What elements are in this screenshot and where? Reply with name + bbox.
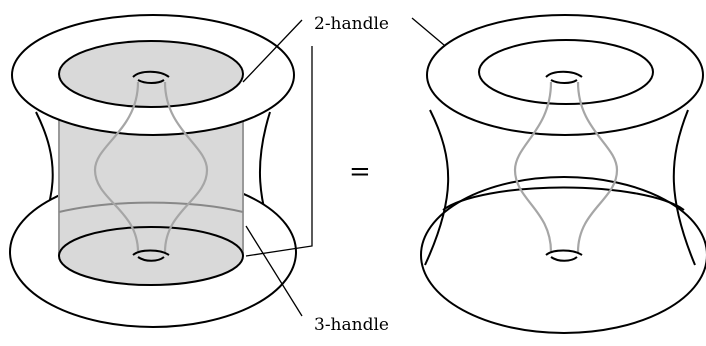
left-figure bbox=[9, 14, 297, 328]
callout-bracket bbox=[245, 46, 313, 257]
right-bottom-hole bbox=[545, 249, 583, 262]
left-top-hole bbox=[132, 70, 170, 84]
left-top-inner-ellipse bbox=[58, 40, 244, 108]
left-gray-curve-left bbox=[93, 81, 140, 253]
right-outer-side-left bbox=[424, 109, 450, 266]
label-3-handle: 3-handle bbox=[314, 315, 389, 335]
right-gray-curve-left bbox=[513, 81, 553, 253]
right-outer-side-right bbox=[672, 109, 696, 266]
right-gray-curve-right bbox=[576, 81, 619, 253]
left-gray-curve-right bbox=[163, 81, 209, 253]
right-top-inner-ellipse bbox=[478, 39, 654, 105]
left-bottom-inner-ellipse bbox=[58, 226, 244, 286]
equals-sign: = bbox=[349, 157, 371, 187]
right-top-hole bbox=[545, 70, 583, 84]
right-bottom-outer-ellipse bbox=[420, 176, 706, 334]
left-bottom-hole bbox=[132, 249, 170, 262]
right-bottom-mid-arc bbox=[442, 186, 685, 211]
left-bottom-ellipse-back-arc bbox=[58, 201, 244, 213]
callout-2-handle-left bbox=[242, 19, 303, 83]
callout-3-handle bbox=[245, 225, 303, 317]
label-2-handle: 2-handle bbox=[314, 14, 389, 34]
right-top-outer-ellipse bbox=[426, 14, 704, 136]
right-figure bbox=[420, 14, 706, 334]
